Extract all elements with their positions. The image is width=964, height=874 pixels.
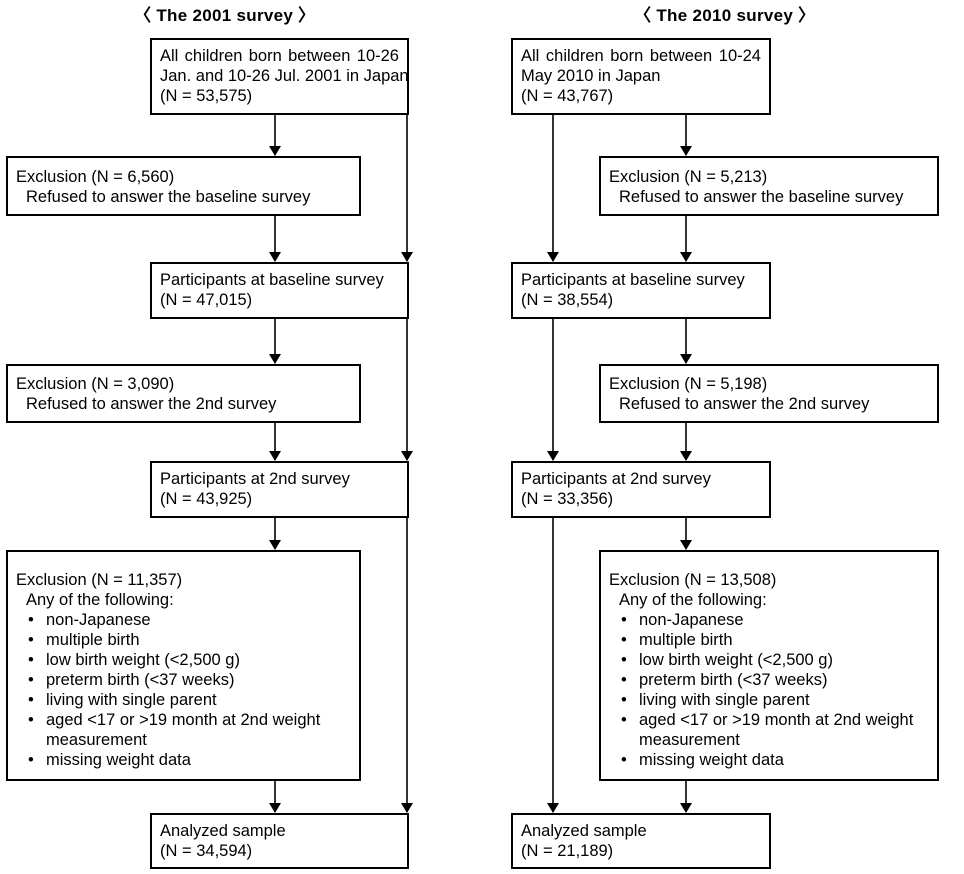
exclusion3-item: missing weight data: [16, 750, 351, 770]
exclusion3-item: multiple birth: [609, 630, 929, 650]
population-line2: May 2010 in Japan: [521, 67, 661, 85]
exclusion3-item: non-Japanese: [16, 610, 351, 630]
baseline-box-2010: Participants at baseline survey (N = 38,…: [511, 262, 771, 319]
exclusion3-item: preterm birth (<37 weeks): [16, 670, 351, 690]
exclusion3-item: preterm birth (<37 weeks): [609, 670, 929, 690]
second-box-2001: Participants at 2nd survey (N = 43,925): [150, 461, 409, 518]
exclusion3-item: aged <17 or >19 month at 2nd weight: [16, 710, 351, 730]
exclusion3-intro: Any of the following:: [619, 591, 767, 609]
exclusion3-item: missing weight data: [609, 750, 929, 770]
exclusion2-header: Exclusion (N = 3,090): [16, 375, 175, 393]
exclusion1-box-2010: Exclusion (N = 5,213) Refused to answer …: [599, 156, 939, 216]
baseline-line1: Participants at baseline survey: [521, 271, 745, 289]
exclusion3-item: multiple birth: [16, 630, 351, 650]
population-line2: Jan. and 10-26 Jul. 2001 in Japan: [160, 67, 409, 85]
exclusion1-header: Exclusion (N = 5,213): [609, 168, 768, 186]
survey-2010-title: 〈 The 2010 survey 〉: [634, 6, 816, 25]
exclusion3-item: aged <17 or >19 month at 2nd weight: [609, 710, 929, 730]
exclusion3-box-2010: Exclusion (N = 13,508) Any of the follow…: [599, 550, 939, 781]
baseline-line1: Participants at baseline survey: [160, 271, 384, 289]
exclusion3-intro: Any of the following:: [26, 591, 174, 609]
exclusion2-header: Exclusion (N = 5,198): [609, 375, 768, 393]
exclusion1-reason: Refused to answer the baseline survey: [619, 188, 904, 206]
second-n: (N = 33,356): [521, 490, 614, 508]
exclusion3-box-2001: Exclusion (N = 11,357) Any of the follow…: [6, 550, 361, 781]
analyzed-box-2010: Analyzed sample (N = 21,189): [511, 813, 771, 869]
baseline-n: (N = 38,554): [521, 291, 614, 309]
survey-2001-title: 〈 The 2001 survey 〉: [134, 6, 316, 25]
analyzed-line1: Analyzed sample: [521, 822, 647, 840]
exclusion3-header: Exclusion (N = 13,508): [609, 571, 777, 589]
analyzed-box-2001: Analyzed sample (N = 34,594): [150, 813, 409, 869]
analyzed-line1: Analyzed sample: [160, 822, 286, 840]
population-line1: All children born between 10-26: [160, 47, 399, 65]
analyzed-n: (N = 34,594): [160, 842, 253, 860]
population-box-2010: All children born between 10-24 May 2010…: [511, 38, 771, 115]
analyzed-n: (N = 21,189): [521, 842, 614, 860]
exclusion3-item: non-Japanese: [609, 610, 929, 630]
population-line1: All children born between 10-24: [521, 47, 761, 65]
exclusion1-box-2001: Exclusion (N = 6,560) Refused to answer …: [6, 156, 361, 216]
exclusion3-item-continuation: measurement: [46, 731, 147, 749]
baseline-n: (N = 47,015): [160, 291, 253, 309]
exclusion3-item: low birth weight (<2,500 g): [16, 650, 351, 670]
second-line1: Participants at 2nd survey: [521, 470, 711, 488]
exclusion3-item: living with single parent: [16, 690, 351, 710]
second-line1: Participants at 2nd survey: [160, 470, 350, 488]
second-n: (N = 43,925): [160, 490, 253, 508]
exclusion1-reason: Refused to answer the baseline survey: [26, 188, 311, 206]
exclusion3-item: low birth weight (<2,500 g): [609, 650, 929, 670]
exclusion3-item-continuation: measurement: [639, 731, 740, 749]
exclusion2-box-2010: Exclusion (N = 5,198) Refused to answer …: [599, 364, 939, 423]
population-n: (N = 43,767): [521, 87, 614, 105]
exclusion3-item: living with single parent: [609, 690, 929, 710]
exclusion2-reason: Refused to answer the 2nd survey: [26, 395, 277, 413]
second-box-2010: Participants at 2nd survey (N = 33,356): [511, 461, 771, 518]
population-n: (N = 53,575): [160, 87, 253, 105]
exclusion3-header: Exclusion (N = 11,357): [16, 571, 183, 589]
baseline-box-2001: Participants at baseline survey (N = 47,…: [150, 262, 409, 319]
exclusion2-box-2001: Exclusion (N = 3,090) Refused to answer …: [6, 364, 361, 423]
population-box-2001: All children born between 10-26 Jan. and…: [150, 38, 409, 115]
exclusion1-header: Exclusion (N = 6,560): [16, 168, 175, 186]
exclusion2-reason: Refused to answer the 2nd survey: [619, 395, 870, 413]
